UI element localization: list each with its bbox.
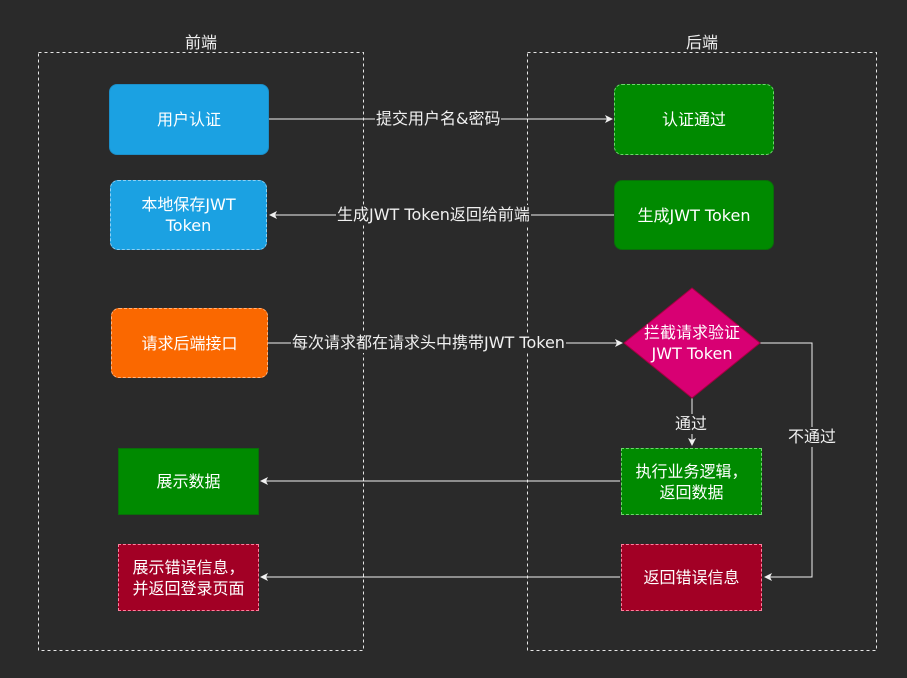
decision-diamond xyxy=(623,287,761,399)
node-exec-business: 执行业务逻辑， 返回数据 xyxy=(621,448,762,515)
backend-lane xyxy=(527,52,877,651)
node-save-local-token: 本地保存JWT Token xyxy=(110,180,267,250)
node-show-error: 展示错误信息， 并返回登录页面 xyxy=(118,544,259,611)
node-intercept-verify: 拦截请求验证 JWT Token xyxy=(643,323,740,363)
node-request-api: 请求后端接口 xyxy=(111,308,268,378)
label-carry-token: 每次请求都在请求头中携带JWT Token xyxy=(291,333,566,353)
label-not-passed: 不通过 xyxy=(787,427,838,447)
node-return-error: 返回错误信息 xyxy=(621,544,762,611)
label-return-token: 生成JWT Token返回给前端 xyxy=(336,205,531,225)
node-show-data: 展示数据 xyxy=(118,448,259,515)
label-passed: 通过 xyxy=(674,414,709,434)
frontend-lane-title: 前端 xyxy=(184,33,217,52)
node-user-auth: 用户认证 xyxy=(109,84,269,155)
edge-not-passed xyxy=(760,342,813,581)
label-submit-credentials: 提交用户名&密码 xyxy=(375,109,502,129)
node-generate-token: 生成JWT Token xyxy=(614,180,774,250)
backend-lane-title: 后端 xyxy=(685,33,718,52)
node-auth-passed: 认证通过 xyxy=(614,84,774,155)
